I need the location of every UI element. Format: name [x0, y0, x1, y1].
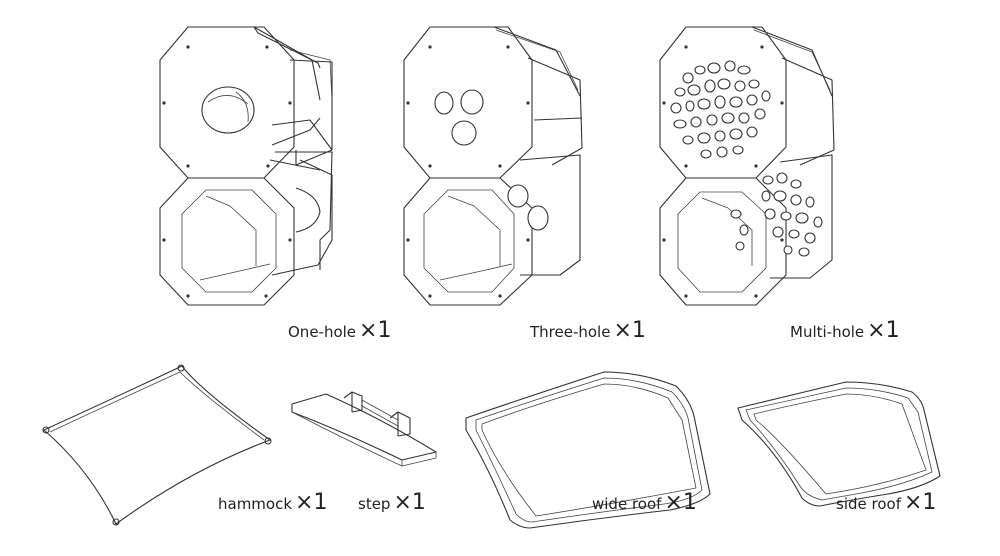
hammock-qty: ×1	[295, 490, 328, 515]
side-roof-name: side roof	[836, 495, 901, 513]
step-qty: ×1	[393, 490, 426, 515]
multi-hole-name: Multi-hole	[790, 323, 865, 341]
side-roof-qty: ×1	[903, 490, 937, 515]
three-hole-label: Three-hole×1	[530, 318, 646, 343]
multi-holes-pattern	[670, 60, 823, 257]
one-hole-qty: ×1	[359, 318, 392, 343]
hammock-label: hammock×1	[218, 490, 327, 515]
multi-hole-label: Multi-hole×1	[790, 318, 900, 343]
wide-roof-name: wide roof	[592, 495, 662, 513]
wide-roof-qty: ×1	[664, 490, 697, 515]
side-roof-label: side roof×1	[836, 490, 936, 515]
step-name: step	[358, 495, 391, 513]
three-hole-name: Three-hole	[530, 323, 611, 341]
one-hole-name: One-hole	[288, 323, 357, 341]
multi-hole-qty: ×1	[867, 318, 900, 343]
one-hole-label: One-hole×1	[288, 318, 391, 343]
step-label: step×1	[358, 490, 426, 515]
wide-roof-label: wide roof×1	[592, 490, 697, 515]
three-hole-qty: ×1	[613, 318, 646, 343]
hammock-name: hammock	[218, 495, 293, 513]
